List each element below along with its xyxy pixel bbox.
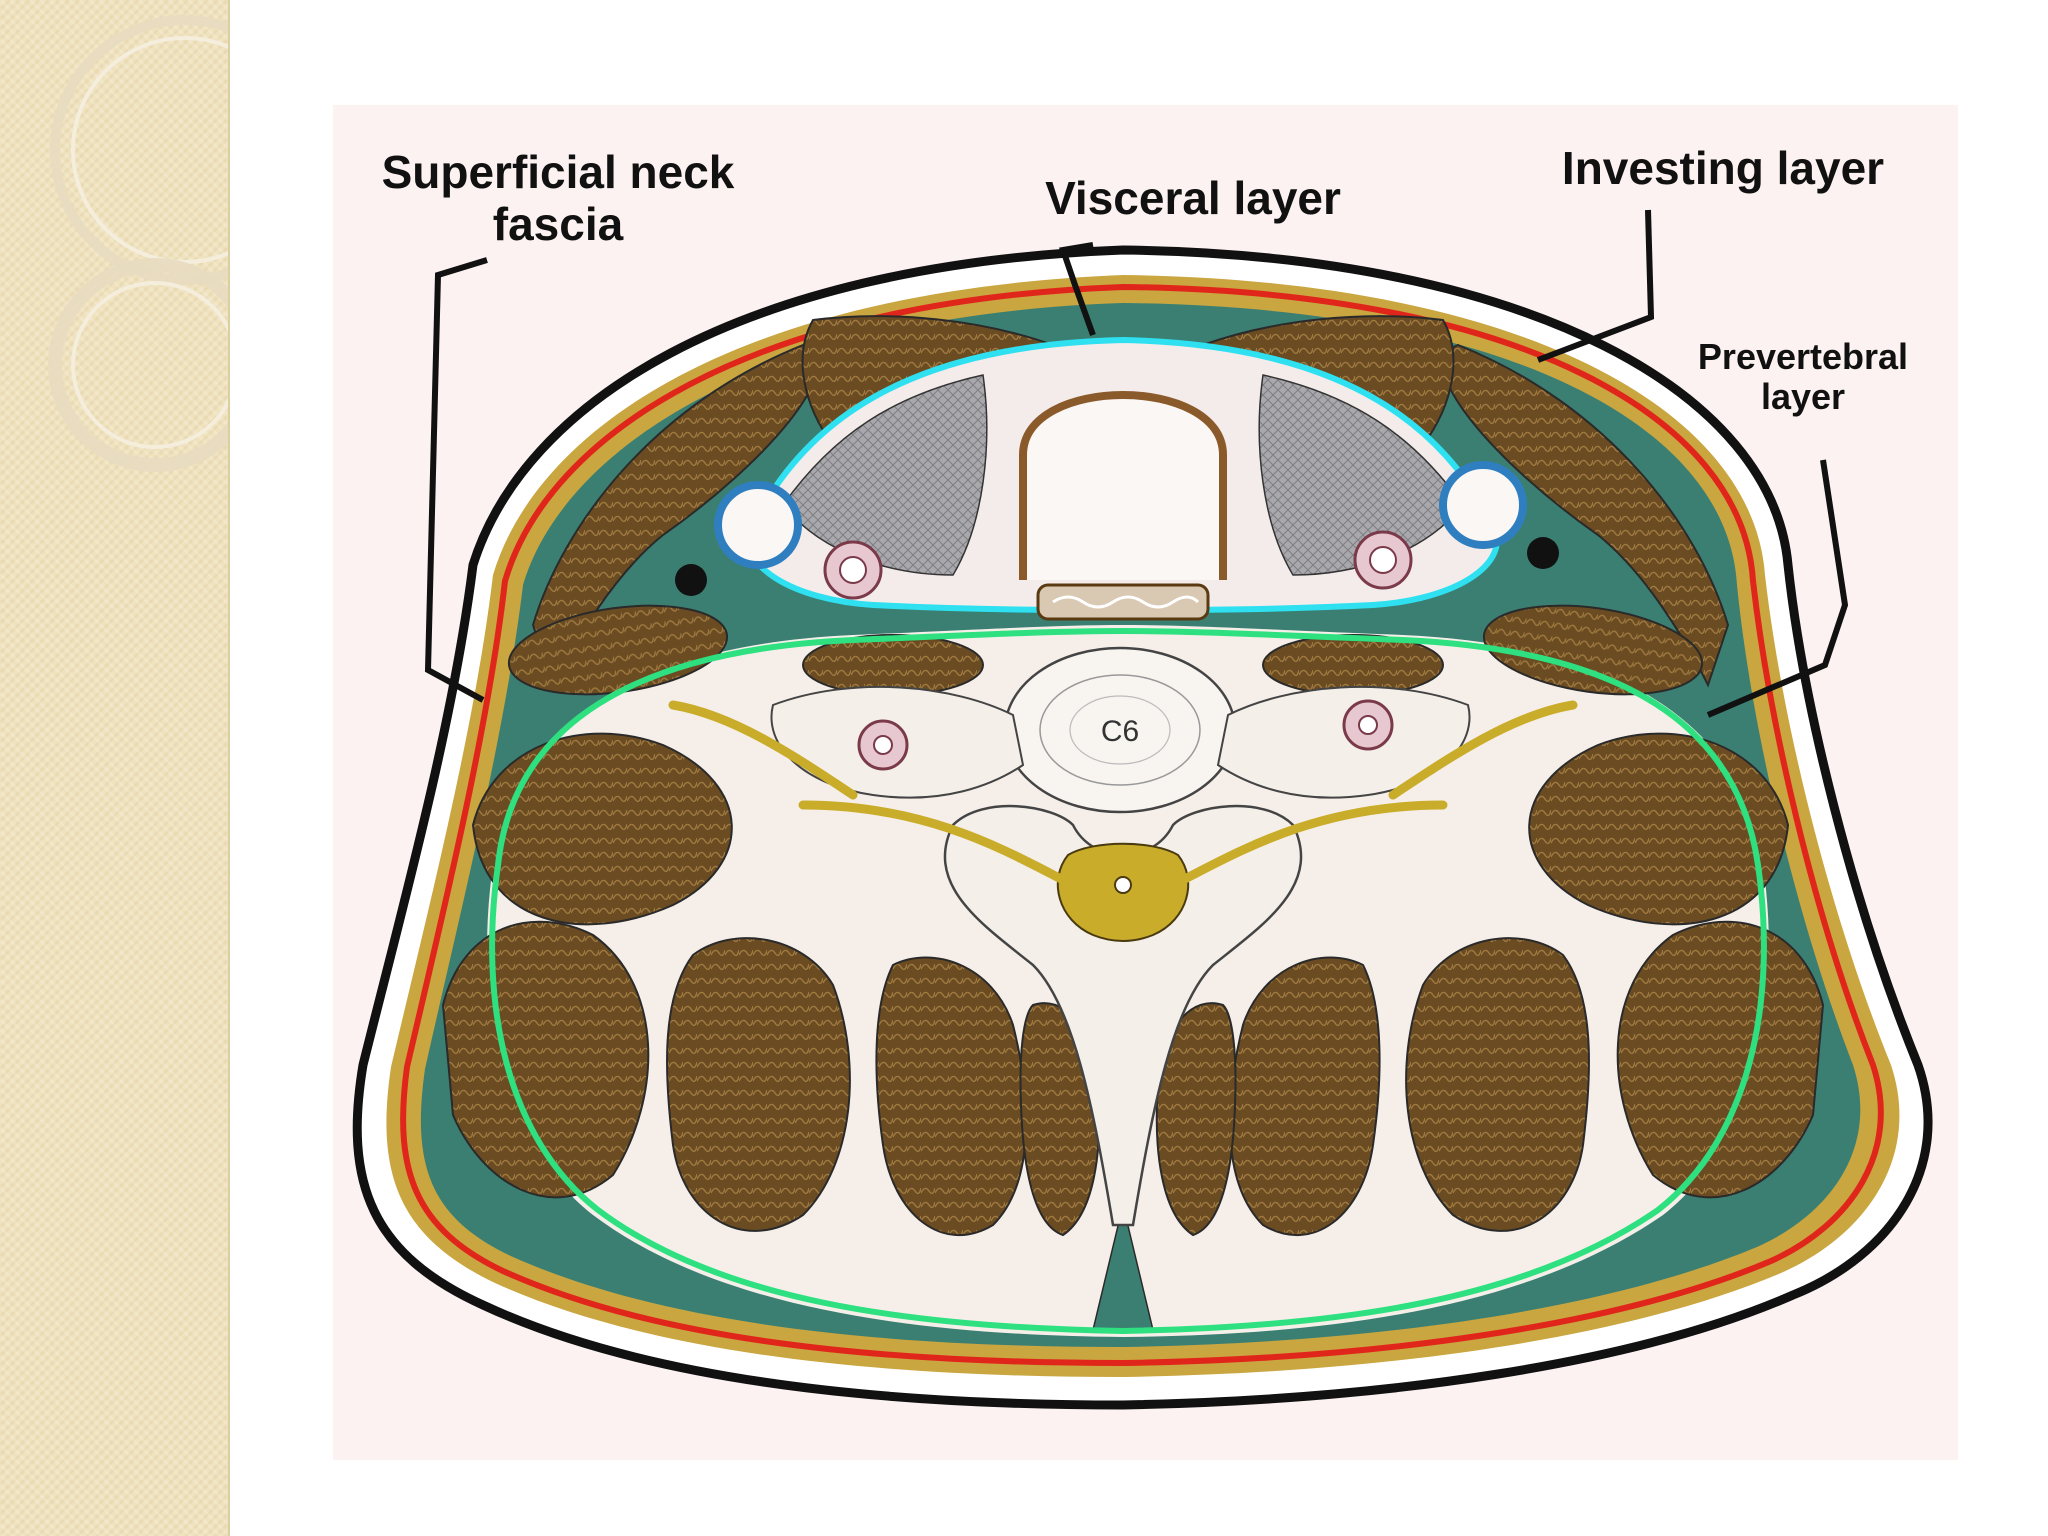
neck-cross-section-figure: Superficial neck fascia Visceral layer I… (333, 105, 1958, 1460)
semispinalis-right (1228, 956, 1381, 1237)
cervical-nerve-left (668, 700, 1078, 890)
vertebral-body-ring-2 (1069, 695, 1171, 765)
vertebral-body-ring-1 (1039, 674, 1201, 786)
ring-small (48, 258, 228, 472)
cross-section-drawing (333, 105, 1958, 1460)
ring-large-inner (71, 36, 228, 264)
decorative-rings (48, 15, 228, 472)
internal-jugular-right (1439, 461, 1527, 549)
label-investing-layer: Investing layer (1561, 142, 1885, 194)
esophagus (1036, 583, 1210, 621)
superficial-fascia-line (400, 283, 1884, 1367)
trachea (1019, 391, 1227, 580)
vertebral-artery-right-lumen (1358, 715, 1378, 735)
ring-large (50, 15, 228, 285)
ring-small-inner (71, 281, 228, 449)
splenius-right (1405, 937, 1590, 1232)
splenius-left (666, 937, 851, 1232)
vertebral-artery-left-lumen (873, 735, 893, 755)
trapezius-right (1616, 920, 1825, 1199)
cervical-nerve-right (1168, 700, 1578, 890)
leader-investing (1536, 209, 1655, 363)
label-prevertebral-layer: Prevertebral layer (1697, 336, 1909, 418)
scalene-right (1482, 604, 1704, 696)
leader-prevertebral (1706, 459, 1849, 718)
vagus-nerve-right (1527, 537, 1559, 569)
internal-jugular-left (714, 481, 802, 569)
carotid-left-inner (839, 556, 867, 584)
carotid-right-inner (1369, 546, 1397, 574)
vagus-nerve-left (675, 564, 707, 596)
prevertebral-fascia-line (489, 627, 1767, 1335)
semispinalis-left (875, 956, 1028, 1237)
label-visceral-layer: Visceral layer (1045, 172, 1341, 224)
label-vertebra-c6: C6 (1100, 715, 1140, 748)
leader-visceral (1059, 242, 1096, 337)
label-superficial-neck-fascia: Superficial neck fascia (381, 146, 735, 250)
spinal-canal-center (1114, 876, 1132, 894)
levator-scapulae-right (1528, 732, 1790, 926)
slide-sidebar (0, 0, 230, 1536)
esophagus-lumen (1052, 595, 1200, 609)
leader-superficial (424, 257, 488, 703)
